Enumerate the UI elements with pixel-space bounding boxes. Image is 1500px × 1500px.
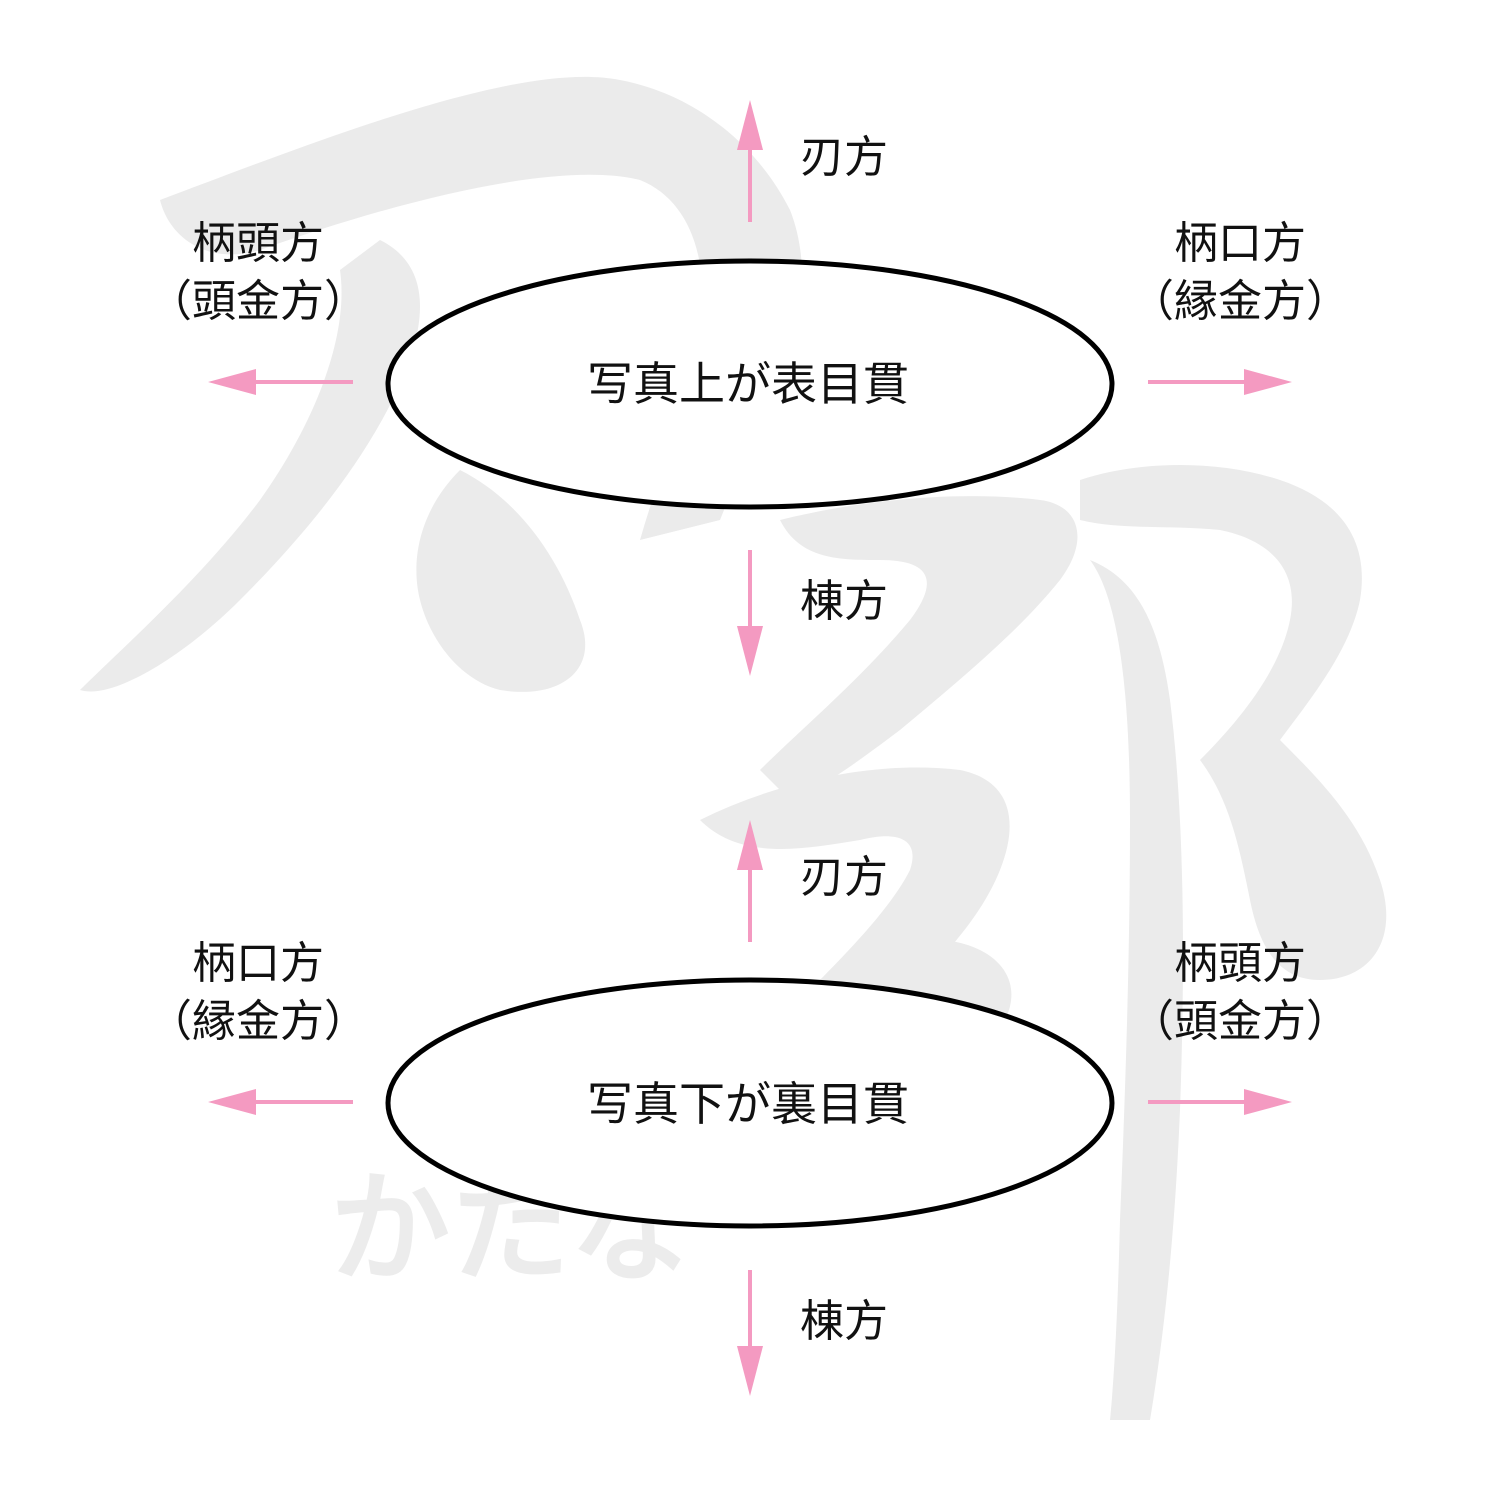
top-left-arrowhead (208, 369, 256, 395)
top-right-arrowhead (1244, 369, 1292, 395)
bottom-right-label-line1: 柄頭方 (1174, 938, 1306, 989)
bottom-right-arrow (1148, 1089, 1292, 1115)
watermark-brush-stroke (760, 496, 1078, 800)
watermark-brush-stroke (160, 76, 803, 541)
bottom-up-arrow (737, 820, 763, 942)
top-blade-side-label: 刃方 (800, 132, 888, 183)
bottom-down-arrowhead (737, 1346, 763, 1396)
bottom-right-arrowhead (1244, 1089, 1292, 1115)
top-left-label-line1: 柄頭方 (192, 218, 324, 269)
top-up-arrowhead (737, 100, 763, 150)
bottom-diagram: 刃方 柄口方 （縁金方） 柄頭方 （頭金方） 写真下が裏目貫 棟方 (148, 820, 1350, 1396)
bottom-up-arrowhead (737, 820, 763, 870)
top-left-arrow (208, 369, 353, 395)
bottom-right-label-line2: （頭金方） (1130, 996, 1350, 1047)
bottom-down-arrow (737, 1270, 763, 1396)
top-menuki-ellipse (385, 258, 1115, 510)
bottom-ellipse-label: 写真下が裏目貫 (587, 1077, 909, 1131)
top-up-arrow (737, 100, 763, 222)
bottom-left-label-line2: （縁金方） (148, 996, 368, 1047)
bottom-left-arrowhead (208, 1089, 256, 1115)
watermark-brush-stroke (1080, 465, 1387, 980)
top-right-arrow (1148, 369, 1292, 395)
top-spine-side-label: 棟方 (800, 576, 888, 627)
top-right-label-line1: 柄口方 (1174, 218, 1306, 269)
bottom-spine-side-label: 棟方 (800, 1296, 888, 1347)
bottom-menuki-ellipse (385, 977, 1115, 1229)
watermark-brush-stroke (1090, 560, 1183, 1420)
top-ellipse-label: 写真上が表目貫 (587, 357, 909, 411)
watermark-brush-stroke (80, 240, 420, 692)
top-left-label-line2: （頭金方） (148, 276, 368, 327)
top-down-arrow (737, 550, 763, 676)
top-diagram: 刃方 柄頭方 （頭金方） 柄口方 （縁金方） 写真上が表目貫 棟方 (148, 100, 1350, 676)
bottom-left-arrow (208, 1089, 353, 1115)
top-down-arrowhead (737, 626, 763, 676)
top-right-label-line2: （縁金方） (1130, 276, 1350, 327)
watermark-brush-stroke (416, 470, 586, 692)
bottom-blade-side-label: 刃方 (800, 852, 888, 903)
bottom-left-label-line1: 柄口方 (192, 938, 324, 989)
